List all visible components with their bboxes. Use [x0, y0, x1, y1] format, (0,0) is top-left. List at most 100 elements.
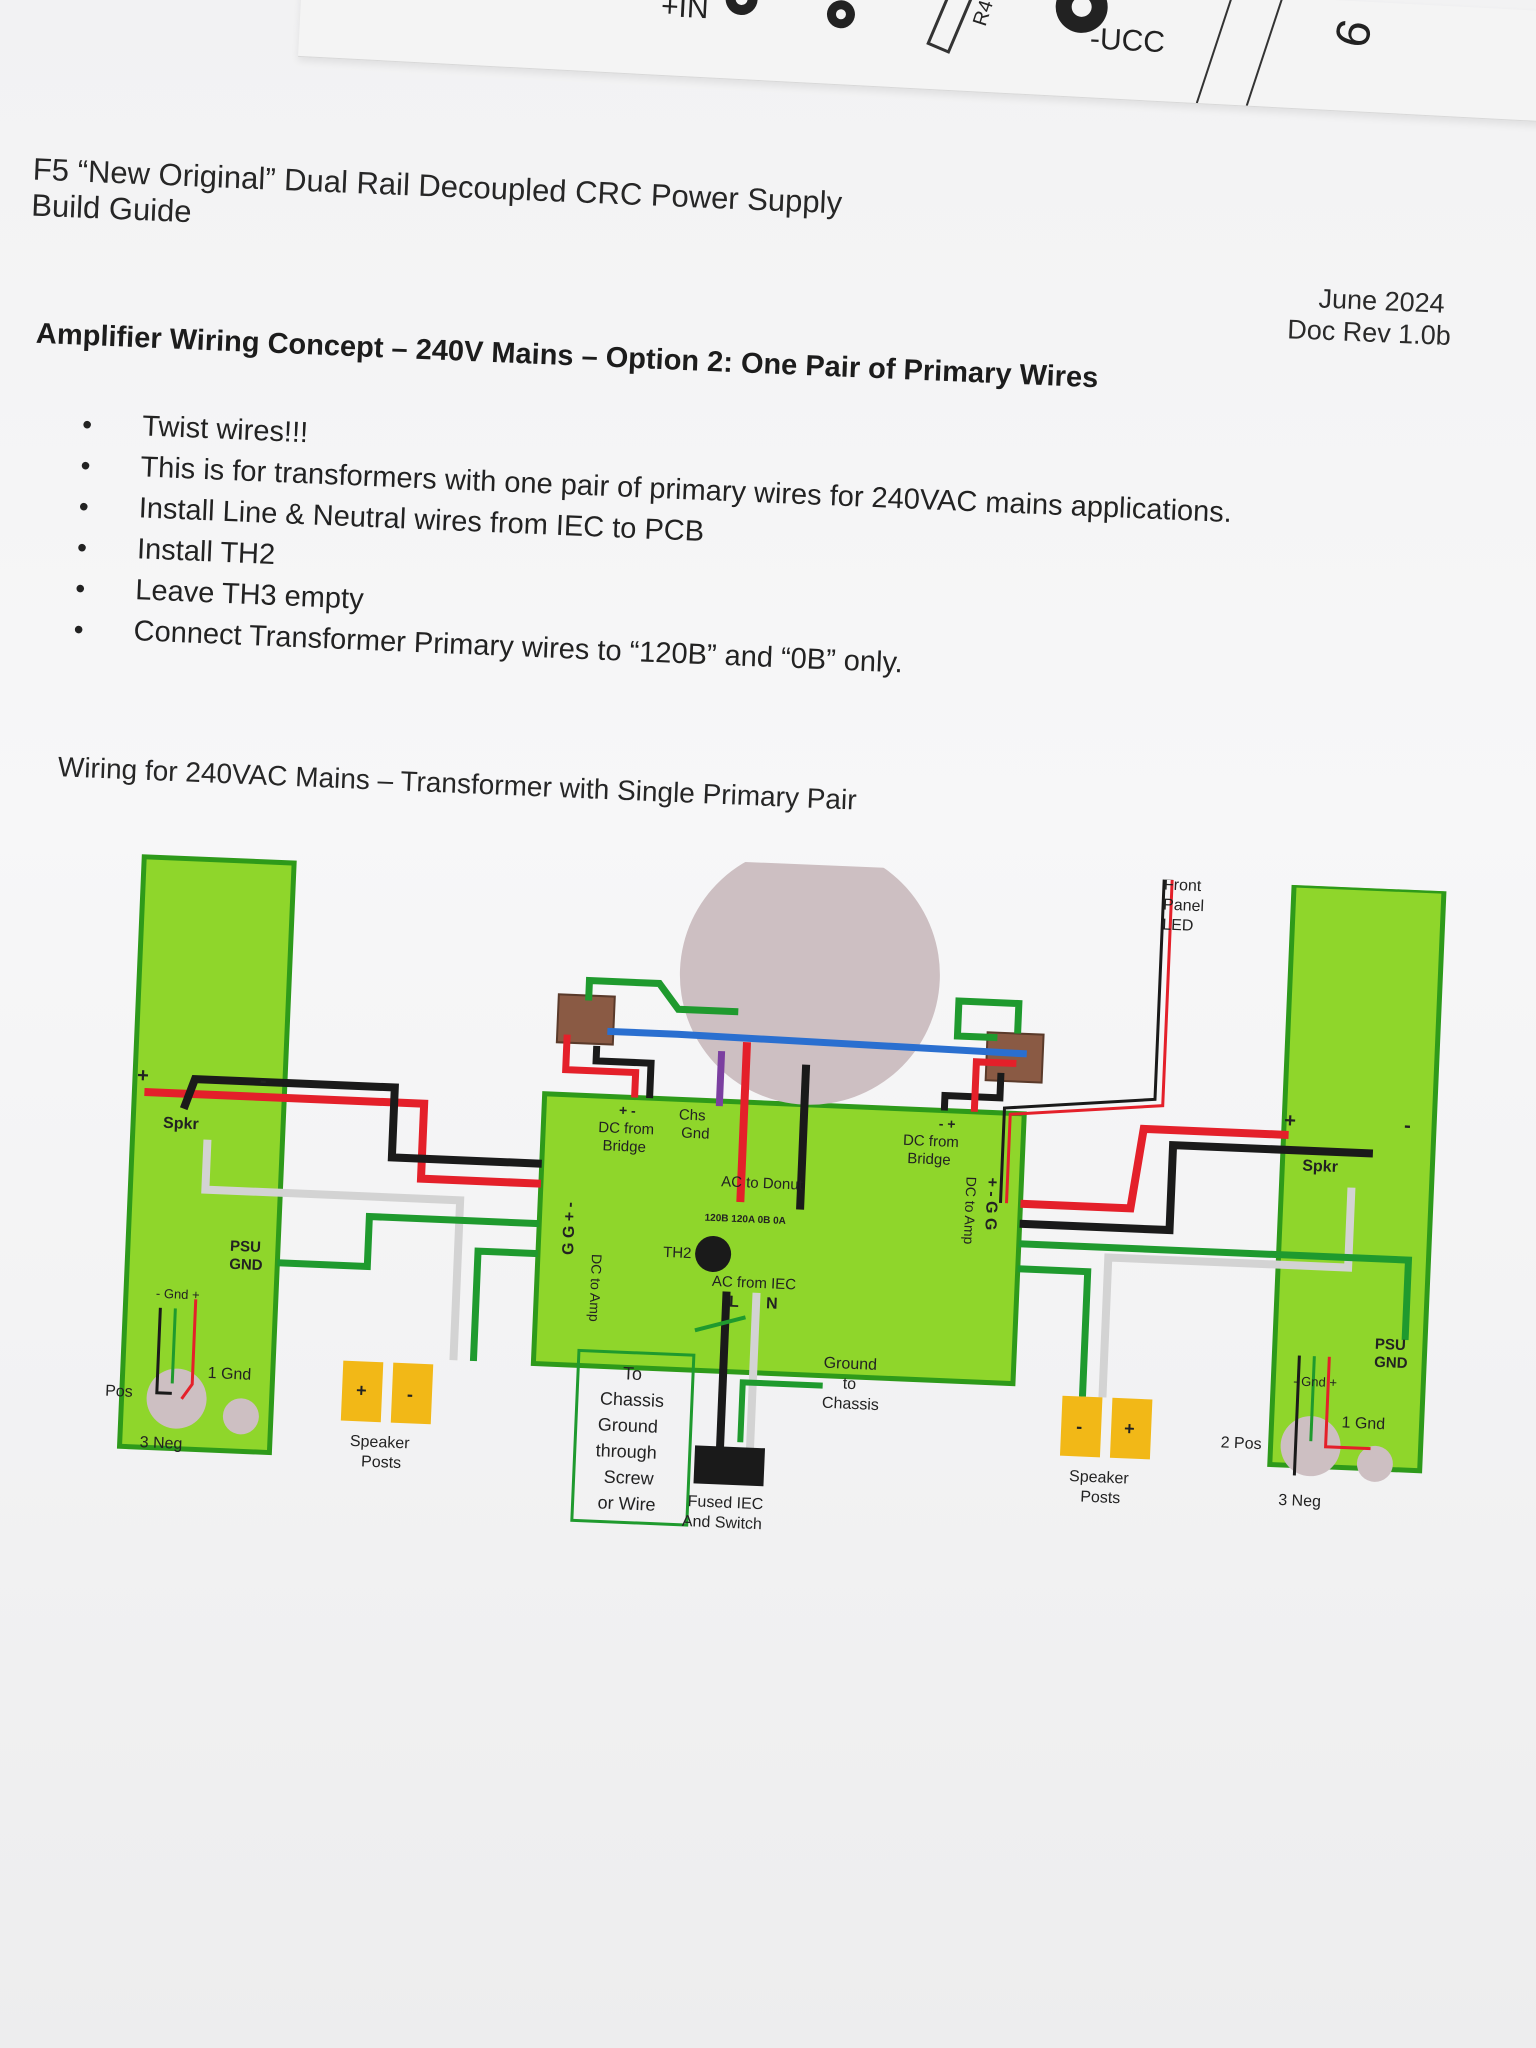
chassis-box-line-5: Screw — [603, 1467, 655, 1489]
left-posts-label-1: Speaker — [350, 1433, 411, 1453]
left-post-minus-label: - — [407, 1384, 414, 1404]
left-minus-rail-wire — [179, 1074, 542, 1168]
led-label-2: Panel — [1163, 897, 1205, 916]
chassis-box-line-2: Chassis — [600, 1388, 665, 1411]
right-minus-rail-wire — [1019, 1140, 1374, 1235]
led-label-3: LED — [1162, 916, 1194, 934]
led-black-wire — [999, 879, 1166, 1204]
ac-to-donut-label: AC to Donut — [721, 1173, 804, 1193]
iec-label-1: Fused IEC — [687, 1493, 763, 1513]
doc-date: June 2024 — [1318, 283, 1446, 319]
right-xlr-ground-tab — [1356, 1445, 1393, 1482]
overlapping-pcb-sheet: +IN R4 -UCC 6 — [297, 0, 1536, 125]
chassis-ground-box — [570, 1348, 696, 1527]
left-minus-label: - — [260, 1070, 268, 1092]
right-pos-pin-label: 2 Pos — [1220, 1434, 1262, 1453]
right-post-minus-label: - — [1076, 1416, 1083, 1436]
led-red-wire — [1004, 879, 1174, 1204]
right-pos-lead — [1324, 1356, 1371, 1451]
right-neg-pin-label: 3 Neg — [1278, 1492, 1321, 1511]
section-title: Amplifier Wiring Concept – 240V Mains – … — [35, 317, 1099, 395]
scrap-resistor — [926, 0, 978, 54]
right-plus-label: + — [1284, 1110, 1297, 1132]
chassis-box-line-4: through — [595, 1440, 657, 1463]
left-xlr-ground-tab — [222, 1398, 259, 1435]
dc-to-amp-right-label: DC to Amp — [961, 1176, 980, 1245]
right-gnd-pins-label: - Gnd + — [1293, 1373, 1337, 1390]
left-speaker-grey-wire — [201, 1139, 465, 1361]
diagram-caption: Wiring for 240VAC Mains – Transformer wi… — [57, 751, 858, 816]
right-terminals-label: + - G G — [981, 1177, 1000, 1231]
dc-from-bridge-left-2: Bridge — [602, 1137, 646, 1156]
left-post-plus-label: + — [356, 1380, 367, 1400]
dc-from-bridge-left-pins: + - — [619, 1102, 637, 1119]
right-speaker-grey-wire — [1098, 1187, 1356, 1398]
left-bridge-plus-wire — [562, 1034, 640, 1098]
left-psu-gnd-label-2: GND — [229, 1256, 263, 1274]
chassis-purple-wire — [715, 1050, 726, 1107]
right-psu-gnd-wire — [1018, 1240, 1413, 1341]
fused-iec-switch — [693, 1445, 766, 1487]
doc-revision: Doc Rev 1.0b — [1286, 314, 1452, 352]
doc-subtitle: Build Guide — [30, 187, 193, 230]
ground-to-chassis-1: Ground — [823, 1355, 877, 1374]
right-posts-label-1: Speaker — [1069, 1468, 1130, 1488]
left-pos-pin-label: 2 Pos — [91, 1382, 133, 1401]
left-speaker-green-wire — [469, 1247, 539, 1362]
blue-ac-wire — [607, 1027, 1027, 1058]
primary-black-wire — [796, 1064, 811, 1210]
left-neg-lead — [155, 1307, 172, 1395]
primary-red-wire — [736, 1042, 752, 1203]
dc-from-bridge-left-1: DC from — [598, 1119, 655, 1138]
right-posts-label-2: Posts — [1080, 1489, 1121, 1508]
left-gnd-lead — [170, 1308, 177, 1384]
chassis-box-line-3: Ground — [597, 1414, 658, 1436]
green-ac-wire-left — [585, 976, 739, 1016]
scrap-pad-1 — [725, 0, 758, 16]
right-psu-gnd-label-1: PSU — [1375, 1336, 1407, 1354]
right-psu-gnd-label-2: GND — [1374, 1354, 1408, 1372]
scrap-line-1 — [1195, 0, 1234, 104]
chs-gnd-label-1: Chs — [679, 1106, 706, 1124]
right-neg-lead — [1292, 1355, 1301, 1476]
right-post-plus-label: + — [1124, 1418, 1135, 1438]
right-minus-label: - — [1404, 1115, 1412, 1137]
chassis-ground-lead — [694, 1315, 746, 1333]
iec-line-wire — [715, 1291, 731, 1452]
wiring-diagram: Front Panel LED Spkr + - PSU GND - Gnd +… — [91, 844, 1447, 1533]
dc-from-bridge-right-1: DC from — [903, 1132, 960, 1151]
ground-to-chassis-3: Chassis — [822, 1395, 880, 1414]
right-bridge-plus-wire — [970, 1058, 1017, 1112]
left-speaker-post-plus — [340, 1360, 384, 1423]
instruction-list: Twist wires!!! This is for transformers … — [73, 404, 1234, 698]
left-plus-label: + — [137, 1065, 150, 1087]
right-gnd-lead — [1309, 1356, 1316, 1442]
iec-l-label: L — [729, 1294, 740, 1311]
dc-from-bridge-right-2: Bridge — [907, 1150, 951, 1169]
ac-from-iec-label: AC from IEC — [712, 1273, 797, 1294]
led-label-1: Front — [1164, 877, 1203, 896]
iec-ground-wire — [737, 1379, 823, 1443]
left-pos-lead — [180, 1299, 198, 1400]
right-speaker-green-wire — [1017, 1265, 1092, 1397]
chs-gnd-label-2: Gnd — [681, 1125, 710, 1143]
dc-to-amp-left-label: DC to Amp — [586, 1254, 605, 1323]
iec-label-2: And Switch — [682, 1513, 763, 1533]
scrap-line-2 — [1245, 0, 1284, 106]
chassis-box-line-1: To — [623, 1363, 643, 1384]
right-plus-rail-wire — [1020, 1124, 1289, 1213]
iec-n-label: N — [766, 1295, 778, 1312]
right-gnd-pin-label: 1 Gnd — [1341, 1414, 1385, 1433]
scrap-pcb-marks — [725, 0, 1284, 106]
left-posts-label-2: Posts — [361, 1453, 402, 1472]
left-terminals-label: G G + - — [560, 1202, 579, 1256]
right-spkr-label: Spkr — [1302, 1158, 1338, 1176]
left-spkr-label: Spkr — [163, 1115, 199, 1133]
dc-from-bridge-right-pins: - + — [938, 1115, 955, 1132]
left-psu-gnd-wire — [277, 1212, 540, 1271]
left-gnd-pin-label: 1 Gnd — [207, 1365, 251, 1384]
iec-neutral-wire — [745, 1292, 761, 1453]
left-psu-gnd-label-1: PSU — [230, 1238, 262, 1256]
